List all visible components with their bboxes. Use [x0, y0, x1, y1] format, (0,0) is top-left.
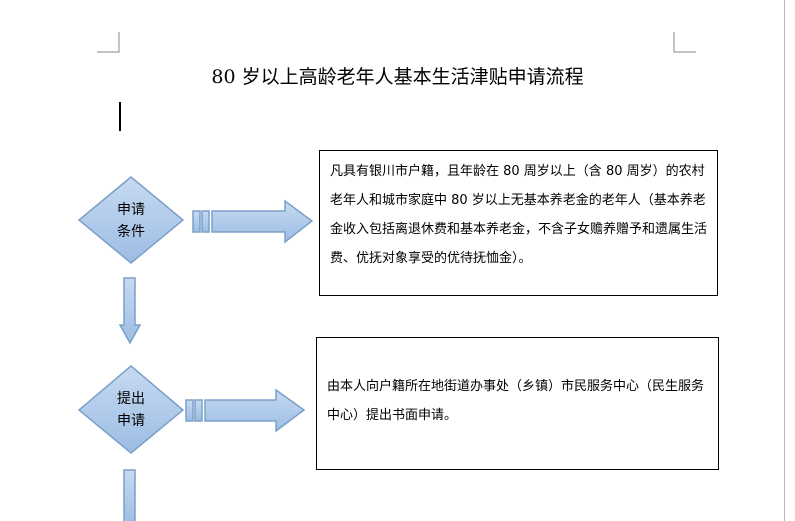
down-arrow-2 [123, 469, 136, 521]
step-2-description-box: 由本人向户籍所在地街道办事处（乡镇）市民服务中心（民生服务中心）提出书面申请。 [316, 337, 719, 470]
arrow-stripe [192, 210, 201, 233]
arrow-stripe [201, 210, 210, 233]
document-title: 80 岁以上高龄老年人基本生活津贴申请流程 [211, 66, 584, 88]
label-line: 申请 [117, 202, 145, 218]
crop-marks [97, 32, 696, 53]
right-arrow-2 [204, 388, 306, 433]
diamond-label-1: 申请 条件 [101, 199, 161, 243]
down-arrow-1 [118, 277, 142, 345]
label-line: 提出 [117, 391, 145, 407]
page-edge [784, 0, 785, 521]
diamond-label-2: 提出 申请 [101, 388, 161, 432]
diamond-step-2 [77, 365, 185, 454]
label-line: 条件 [117, 224, 145, 240]
right-arrow-1 [211, 199, 314, 244]
arrow-stripe [185, 399, 194, 422]
arrow-stripe [194, 399, 203, 422]
step-1-description-box: 凡具有银川市户籍，且年龄在 80 周岁以上（含 80 周岁）的农村老年人和城市家… [319, 150, 718, 296]
diamond-step-1 [77, 176, 185, 264]
label-line: 申请 [117, 413, 145, 429]
